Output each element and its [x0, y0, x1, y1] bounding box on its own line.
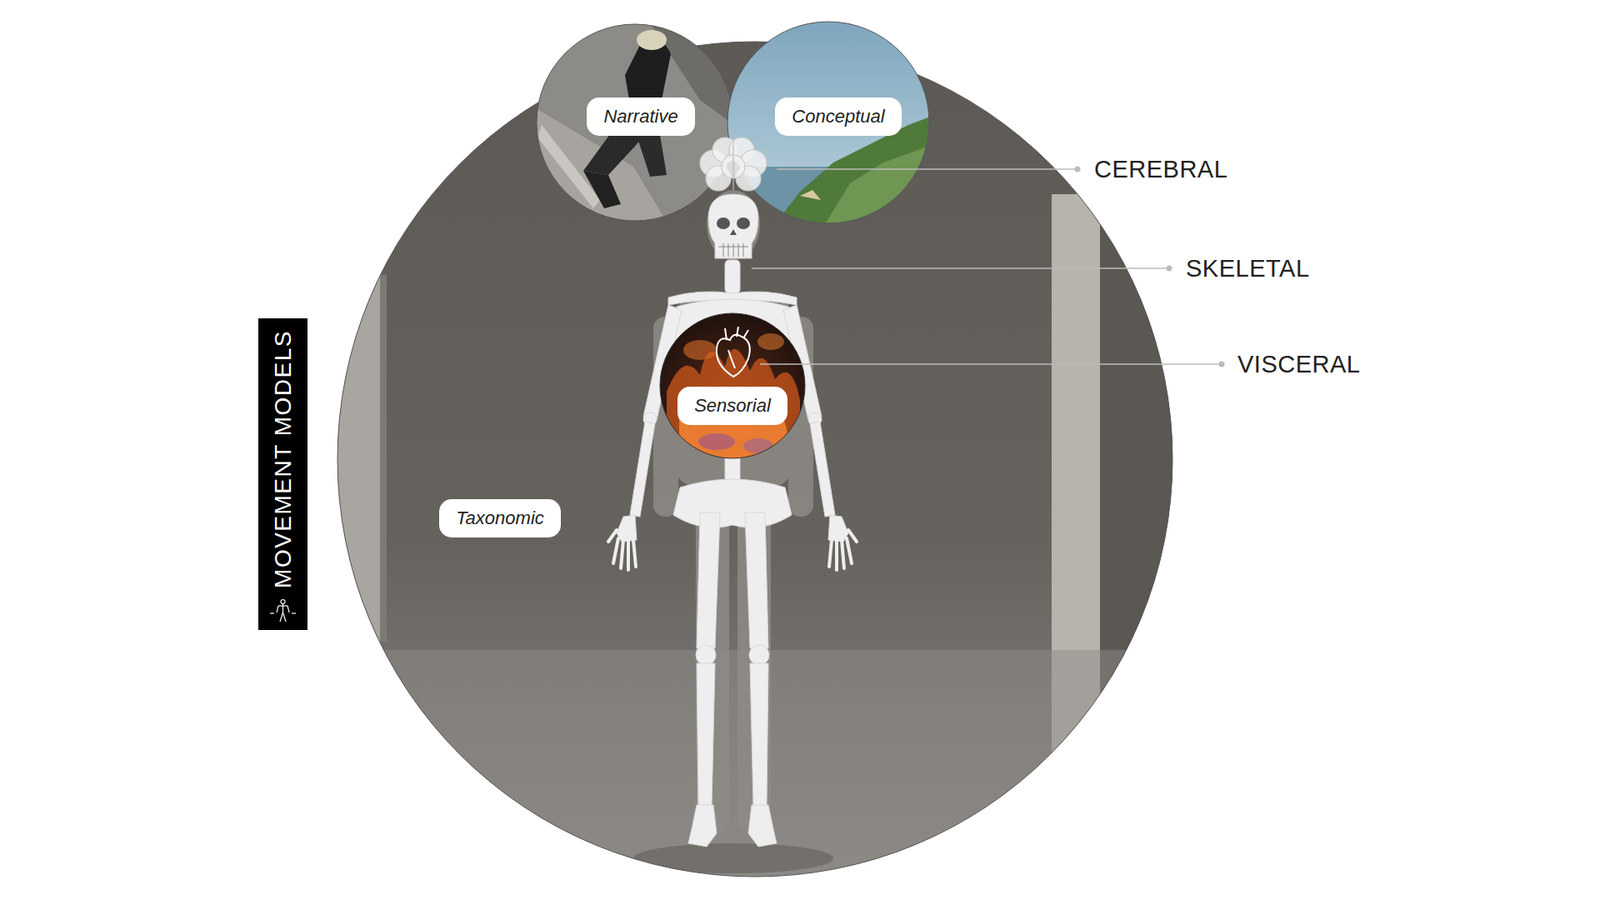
model-label: Sensorial: [677, 386, 788, 425]
landscape-photo: [726, 20, 930, 225]
heart-icon: [716, 326, 750, 377]
model-circle: Sensorial: [659, 312, 806, 460]
room-photo: [336, 40, 1175, 884]
model-label: Taxonomic: [439, 499, 561, 538]
model-circle: Conceptual: [726, 20, 930, 225]
skeleton: [608, 260, 857, 847]
brain-icon: [700, 137, 767, 191]
model-label: Conceptual: [775, 97, 901, 136]
band-title: MOVEMENT MODELS: [269, 330, 296, 589]
sensorial-circle: [659, 312, 806, 460]
fire-photo: [659, 312, 806, 460]
model-circle: Narrative: [535, 23, 735, 222]
narrative-photo: [535, 23, 735, 222]
figure-silhouette: [653, 190, 814, 834]
level-label: SKELETAL: [1185, 254, 1310, 283]
model-label: Narrative: [586, 97, 695, 136]
leader-lines: [751, 166, 1225, 368]
level-label: VISCERAL: [1237, 350, 1360, 379]
skeleton-icon: [265, 598, 300, 624]
title-band: MOVEMENT MODELS: [258, 318, 308, 630]
skull: [708, 194, 759, 259]
level-label: CEREBRAL: [1094, 155, 1228, 184]
